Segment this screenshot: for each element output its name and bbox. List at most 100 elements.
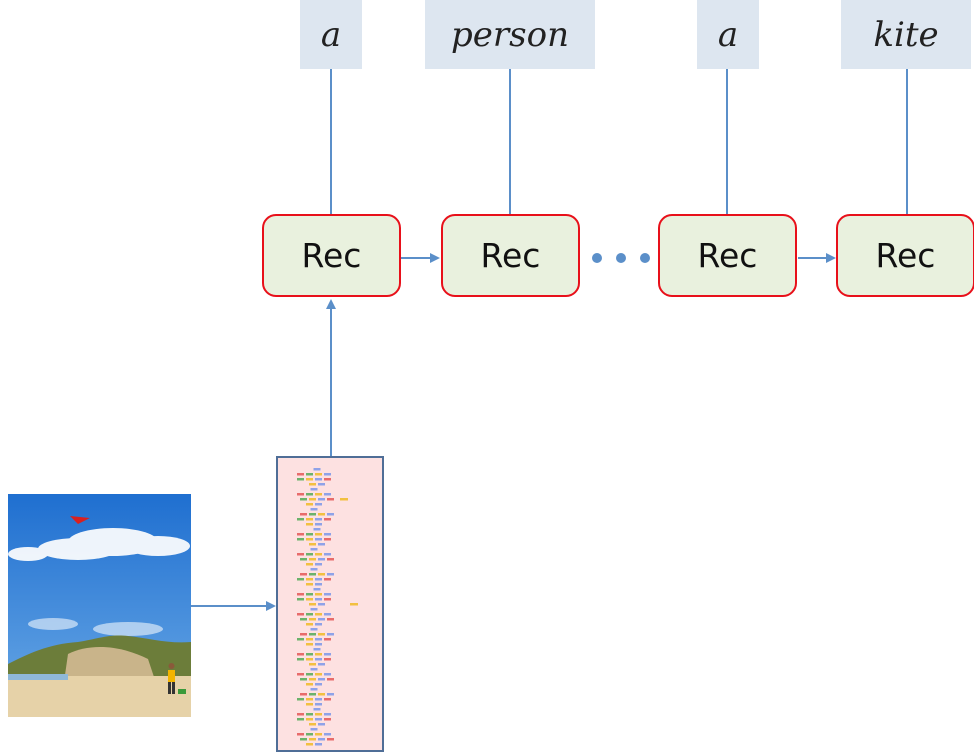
cnn-layer-block xyxy=(327,498,334,501)
cnn-layer-block xyxy=(309,498,316,501)
cnn-layer-block xyxy=(310,568,318,571)
cnn-layer-block xyxy=(297,593,304,596)
cnn-layer-block xyxy=(310,608,318,611)
cnn-layer-block xyxy=(315,613,322,616)
person-figure xyxy=(168,663,186,694)
cnn-layer-block xyxy=(318,483,325,486)
cnn-layer-block xyxy=(318,498,325,501)
cnn-layer-block xyxy=(297,733,304,736)
cnn-layer-block xyxy=(324,613,331,616)
cnn-layer-block xyxy=(306,493,313,496)
cnn-layer-block xyxy=(327,633,334,636)
cnn-layer-block xyxy=(315,518,322,521)
cnn-layer-block xyxy=(306,613,313,616)
cnn-layer-block xyxy=(300,738,307,741)
cnn-layer-block xyxy=(324,658,331,661)
cnn-layer-block xyxy=(318,663,325,666)
cnn-layer-block xyxy=(315,698,322,701)
cnn-layer-block xyxy=(315,578,322,581)
cnn-layer-block xyxy=(297,673,304,676)
cnn-layer-block xyxy=(315,503,322,506)
cnn-layer-block xyxy=(300,513,307,516)
cnn-layer-block xyxy=(306,698,313,701)
cnn-layer-block xyxy=(315,658,322,661)
cnn-layer-block xyxy=(324,598,331,601)
cnn-layer-block xyxy=(315,683,322,686)
cnn-layer-block xyxy=(309,693,316,696)
cnn-layer-block xyxy=(324,718,331,721)
rec-unit-2: Rec xyxy=(441,214,580,297)
cnn-layer-block xyxy=(309,543,316,546)
cnn-layer-block xyxy=(324,593,331,596)
output-word-4: kite xyxy=(841,0,971,69)
cnn-layer-block xyxy=(318,738,325,741)
cnn-layer-block xyxy=(306,658,313,661)
cnn-layer-block xyxy=(297,493,304,496)
cnn-layer-block xyxy=(327,693,334,696)
cnn-layer-block xyxy=(297,653,304,656)
ellipsis-dots xyxy=(592,253,650,263)
cnn-layer-block xyxy=(324,698,331,701)
cnn-layer-block xyxy=(318,723,325,726)
cnn-layer-block xyxy=(300,498,307,501)
cnn-layer-block xyxy=(315,583,322,586)
cnn-layer-block xyxy=(315,733,322,736)
cnn-layer-block xyxy=(327,558,334,561)
cnn-layer-block xyxy=(315,473,322,476)
cnn-branch-block xyxy=(350,603,358,606)
cnn-layer-block xyxy=(324,518,331,521)
cnn-layer-block xyxy=(315,718,322,721)
cnn-layer-block xyxy=(315,713,322,716)
cnn-layer-block xyxy=(315,493,322,496)
cnn-layer-block xyxy=(327,573,334,576)
cnn-layer-block xyxy=(306,743,313,746)
cnn-layer-block xyxy=(318,678,325,681)
cnn-layer-block xyxy=(313,708,321,711)
cnn-layer-block xyxy=(327,618,334,621)
cnn-layer-block xyxy=(318,603,325,606)
rec-unit-3: Rec xyxy=(658,214,797,297)
kite-shape xyxy=(70,516,90,524)
cnn-layer-block xyxy=(297,538,304,541)
cnn-layer-block xyxy=(300,678,307,681)
cnn-layer-block xyxy=(306,583,313,586)
cnn-layer-block xyxy=(324,533,331,536)
cnn-layer-block xyxy=(309,513,316,516)
cnn-layer-block xyxy=(297,638,304,641)
cnn-layer-block xyxy=(306,523,313,526)
cnn-layer-block xyxy=(324,713,331,716)
cnn-layer-block xyxy=(315,623,322,626)
cnn-layer-block xyxy=(306,638,313,641)
cnn-layer-block xyxy=(300,558,307,561)
cnn-layer-block xyxy=(318,558,325,561)
cnn-layer-block xyxy=(310,688,318,691)
cnn-layer-block xyxy=(324,493,331,496)
cnn-layer-block xyxy=(324,653,331,656)
cnn-layer-block xyxy=(313,528,321,531)
cnn-layer-block xyxy=(315,553,322,556)
cnn-layer-block xyxy=(306,533,313,536)
cnn-layer-block xyxy=(297,718,304,721)
cnn-layer-block xyxy=(300,618,307,621)
cnn-layer-block xyxy=(324,553,331,556)
rec-unit-1: Rec xyxy=(262,214,401,297)
cnn-layer-block xyxy=(297,658,304,661)
cnn-layer-block xyxy=(310,628,318,631)
cnn-layer-block xyxy=(315,538,322,541)
cnn-layer-block xyxy=(310,728,318,731)
cnn-layer-block xyxy=(300,633,307,636)
cnn-layer-block xyxy=(324,673,331,676)
cnn-layer-block xyxy=(306,733,313,736)
cnn-layer-block xyxy=(313,648,321,651)
cnn-layer-block xyxy=(297,533,304,536)
cnn-layer-block xyxy=(306,598,313,601)
cnn-layer-block xyxy=(297,613,304,616)
cnn-layer-block xyxy=(315,743,322,746)
cnn-encoder xyxy=(276,456,384,752)
cnn-layer-block xyxy=(306,553,313,556)
cnn-layer-block xyxy=(309,663,316,666)
cnn-layer-block xyxy=(309,603,316,606)
cnn-layer-block xyxy=(300,573,307,576)
cnn-layer-block xyxy=(324,473,331,476)
cnn-layer-block xyxy=(297,518,304,521)
